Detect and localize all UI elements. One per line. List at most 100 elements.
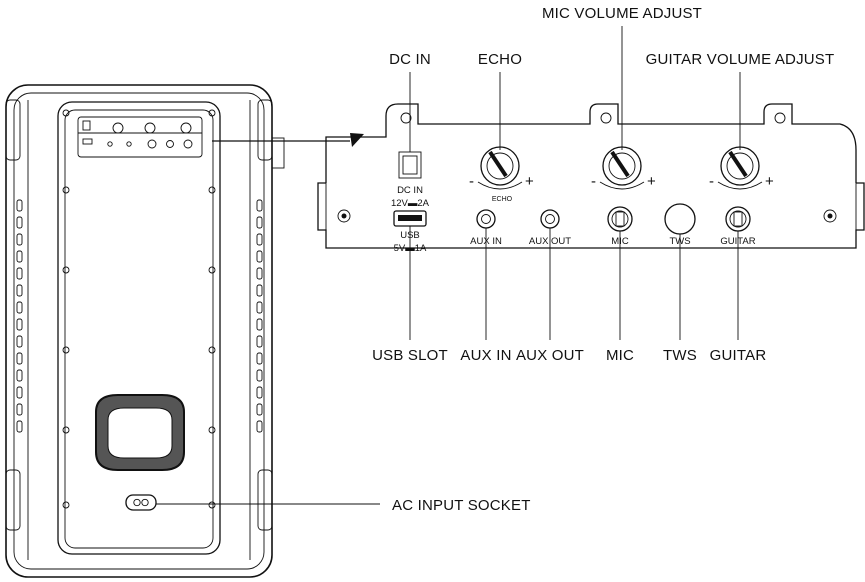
side-slot bbox=[256, 284, 263, 297]
side-slot bbox=[256, 301, 263, 314]
mini-usb bbox=[82, 138, 93, 145]
mini-aux-in bbox=[107, 141, 113, 147]
ac-socket-pin-right bbox=[141, 498, 149, 507]
mic-volume-knob: - + bbox=[591, 146, 656, 190]
carry-handle-opening bbox=[107, 407, 173, 459]
mini-aux-out bbox=[126, 141, 132, 147]
callout-aux-out: AUX OUT bbox=[516, 347, 584, 364]
guitar-jack-ring bbox=[729, 210, 747, 228]
plate-screw bbox=[208, 186, 216, 194]
plate-screw bbox=[208, 109, 216, 117]
side-slot bbox=[256, 420, 263, 433]
mount-hole-1 bbox=[400, 112, 412, 124]
mount-hole-3 bbox=[774, 112, 786, 124]
echo-knob-pointer bbox=[488, 150, 508, 178]
speaker-body bbox=[5, 84, 273, 578]
mini-guitar-jack bbox=[183, 139, 193, 149]
guitar-knob-arc bbox=[717, 181, 763, 190]
mini-dc-in bbox=[82, 120, 91, 131]
ac-input-socket bbox=[125, 494, 157, 511]
side-slot bbox=[256, 318, 263, 331]
tws-button bbox=[664, 203, 696, 235]
mic-jack-ring bbox=[611, 210, 629, 228]
side-slot bbox=[16, 403, 23, 416]
side-slot bbox=[256, 352, 263, 365]
side-slot bbox=[16, 250, 23, 263]
echo-minus: - bbox=[469, 173, 474, 190]
echo-plus: + bbox=[525, 173, 534, 190]
side-slot bbox=[256, 199, 263, 212]
side-slot bbox=[16, 352, 23, 365]
mini-control-panel bbox=[77, 116, 203, 158]
echo-knob-arc bbox=[477, 181, 523, 190]
callout-usb-slot: USB SLOT bbox=[372, 347, 448, 364]
speaker-outer-shell bbox=[5, 84, 273, 578]
plate-screw bbox=[62, 426, 70, 434]
side-slot bbox=[16, 335, 23, 348]
side-slot bbox=[16, 267, 23, 280]
zoom-arrowhead bbox=[350, 133, 364, 147]
guitar-knob-pointer bbox=[728, 150, 748, 178]
side-slot bbox=[16, 369, 23, 382]
side-slot bbox=[16, 233, 23, 246]
plate-screw bbox=[208, 266, 216, 274]
enlarged-control-panel: DC IN 12V▬2A USB 5V▬1A - + ECHO - + bbox=[317, 103, 865, 254]
panel-outline-top bbox=[325, 103, 857, 183]
guitar-knob-cap bbox=[726, 152, 754, 180]
mic-plus: + bbox=[647, 173, 656, 190]
mic-knob-cap bbox=[608, 152, 636, 180]
rear-plate bbox=[57, 101, 221, 555]
callout-ac-input-socket: AC INPUT SOCKET bbox=[392, 497, 531, 514]
bumper-br bbox=[257, 469, 273, 531]
mini-mic-jack bbox=[147, 139, 157, 149]
mic-knob-arc bbox=[599, 181, 645, 190]
callout-guitar: GUITAR bbox=[710, 347, 767, 364]
dc-in-rating: 12V▬2A bbox=[391, 198, 430, 209]
callout-labels: DC IN ECHO MIC VOLUME ADJUST GUITAR VOLU… bbox=[372, 5, 834, 514]
screw-right-center bbox=[827, 213, 833, 219]
mini-echo-knob bbox=[112, 122, 124, 134]
mic-minus: - bbox=[591, 173, 596, 190]
leader-lines bbox=[156, 26, 741, 505]
echo-knob-label: ECHO bbox=[492, 196, 513, 203]
speaker-inner-shell bbox=[13, 92, 265, 570]
screw-left bbox=[337, 209, 351, 223]
plate-screw bbox=[62, 501, 70, 509]
guitar-volume-knob: - + bbox=[709, 146, 774, 190]
aux-in-jack bbox=[476, 209, 496, 229]
dc-in-jack-inner bbox=[402, 155, 418, 175]
side-slot bbox=[256, 250, 263, 263]
callout-tws: TWS bbox=[663, 347, 697, 364]
screw-left-center bbox=[341, 213, 347, 219]
plate-screw bbox=[62, 346, 70, 354]
aux-out-jack-hole bbox=[545, 214, 555, 224]
side-slot bbox=[16, 284, 23, 297]
bumper-tl bbox=[5, 99, 21, 161]
rear-plate-screws bbox=[62, 109, 216, 509]
side-slot bbox=[16, 216, 23, 229]
plate-screw bbox=[62, 266, 70, 274]
zoom-bracket bbox=[271, 137, 285, 169]
aux-in-jack-hole bbox=[481, 214, 491, 224]
callout-aux-in: AUX IN bbox=[460, 347, 511, 364]
echo-knob: - + ECHO bbox=[469, 146, 534, 203]
callout-echo: ECHO bbox=[478, 51, 522, 68]
mini-tws bbox=[166, 140, 174, 148]
plate-screw bbox=[208, 501, 216, 509]
side-slot bbox=[16, 199, 23, 212]
plate-screw bbox=[62, 186, 70, 194]
side-slot bbox=[256, 216, 263, 229]
mic-knob-pointer bbox=[610, 150, 630, 178]
side-slot bbox=[256, 386, 263, 399]
callout-dc-in: DC IN bbox=[389, 51, 431, 68]
side-slot bbox=[256, 233, 263, 246]
rear-plate-inner bbox=[64, 109, 214, 549]
ac-socket-pin-left bbox=[133, 498, 141, 507]
dc-in-panel-label: DC IN bbox=[397, 185, 423, 196]
mini-mic-knob bbox=[144, 122, 156, 134]
guitar-jack-core bbox=[733, 211, 743, 227]
side-slot bbox=[256, 335, 263, 348]
side-slot bbox=[16, 301, 23, 314]
